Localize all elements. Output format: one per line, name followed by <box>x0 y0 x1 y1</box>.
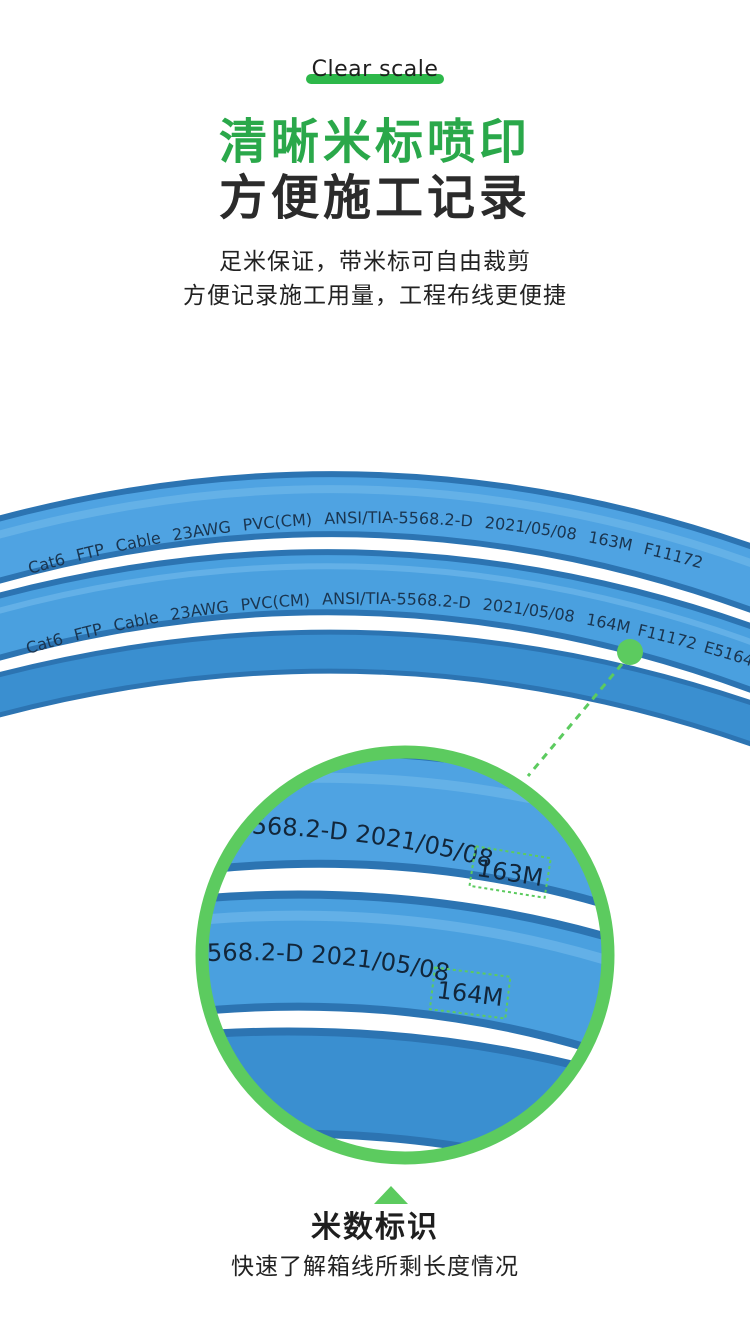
callout-dot <box>617 639 643 665</box>
headline-green: 清晰米标喷印 <box>218 114 531 170</box>
zoom-circle-ring <box>195 745 615 1165</box>
clear-scale-tag: Clear scale <box>305 58 445 84</box>
zoom-content: 5568.2-D 2021/05/08 5568.2-D 2021/05/08 … <box>208 758 602 1152</box>
footer-subtitle: 快速了解箱线所剩长度情况 <box>231 1254 519 1280</box>
description-line-1: 足米保证，带米标可自由裁剪 <box>219 249 531 275</box>
triangle-pointer-icon <box>374 1186 408 1204</box>
description-line-2: 方便记录施工用量，工程布线更便捷 <box>183 283 567 309</box>
footer-title: 米数标识 <box>311 1210 439 1245</box>
tag-wrapper: Clear scale <box>0 58 750 84</box>
cable-bundle <box>0 471 750 747</box>
headline-dark: 方便施工记录 <box>218 170 531 226</box>
callout-dashed-line <box>526 663 624 777</box>
